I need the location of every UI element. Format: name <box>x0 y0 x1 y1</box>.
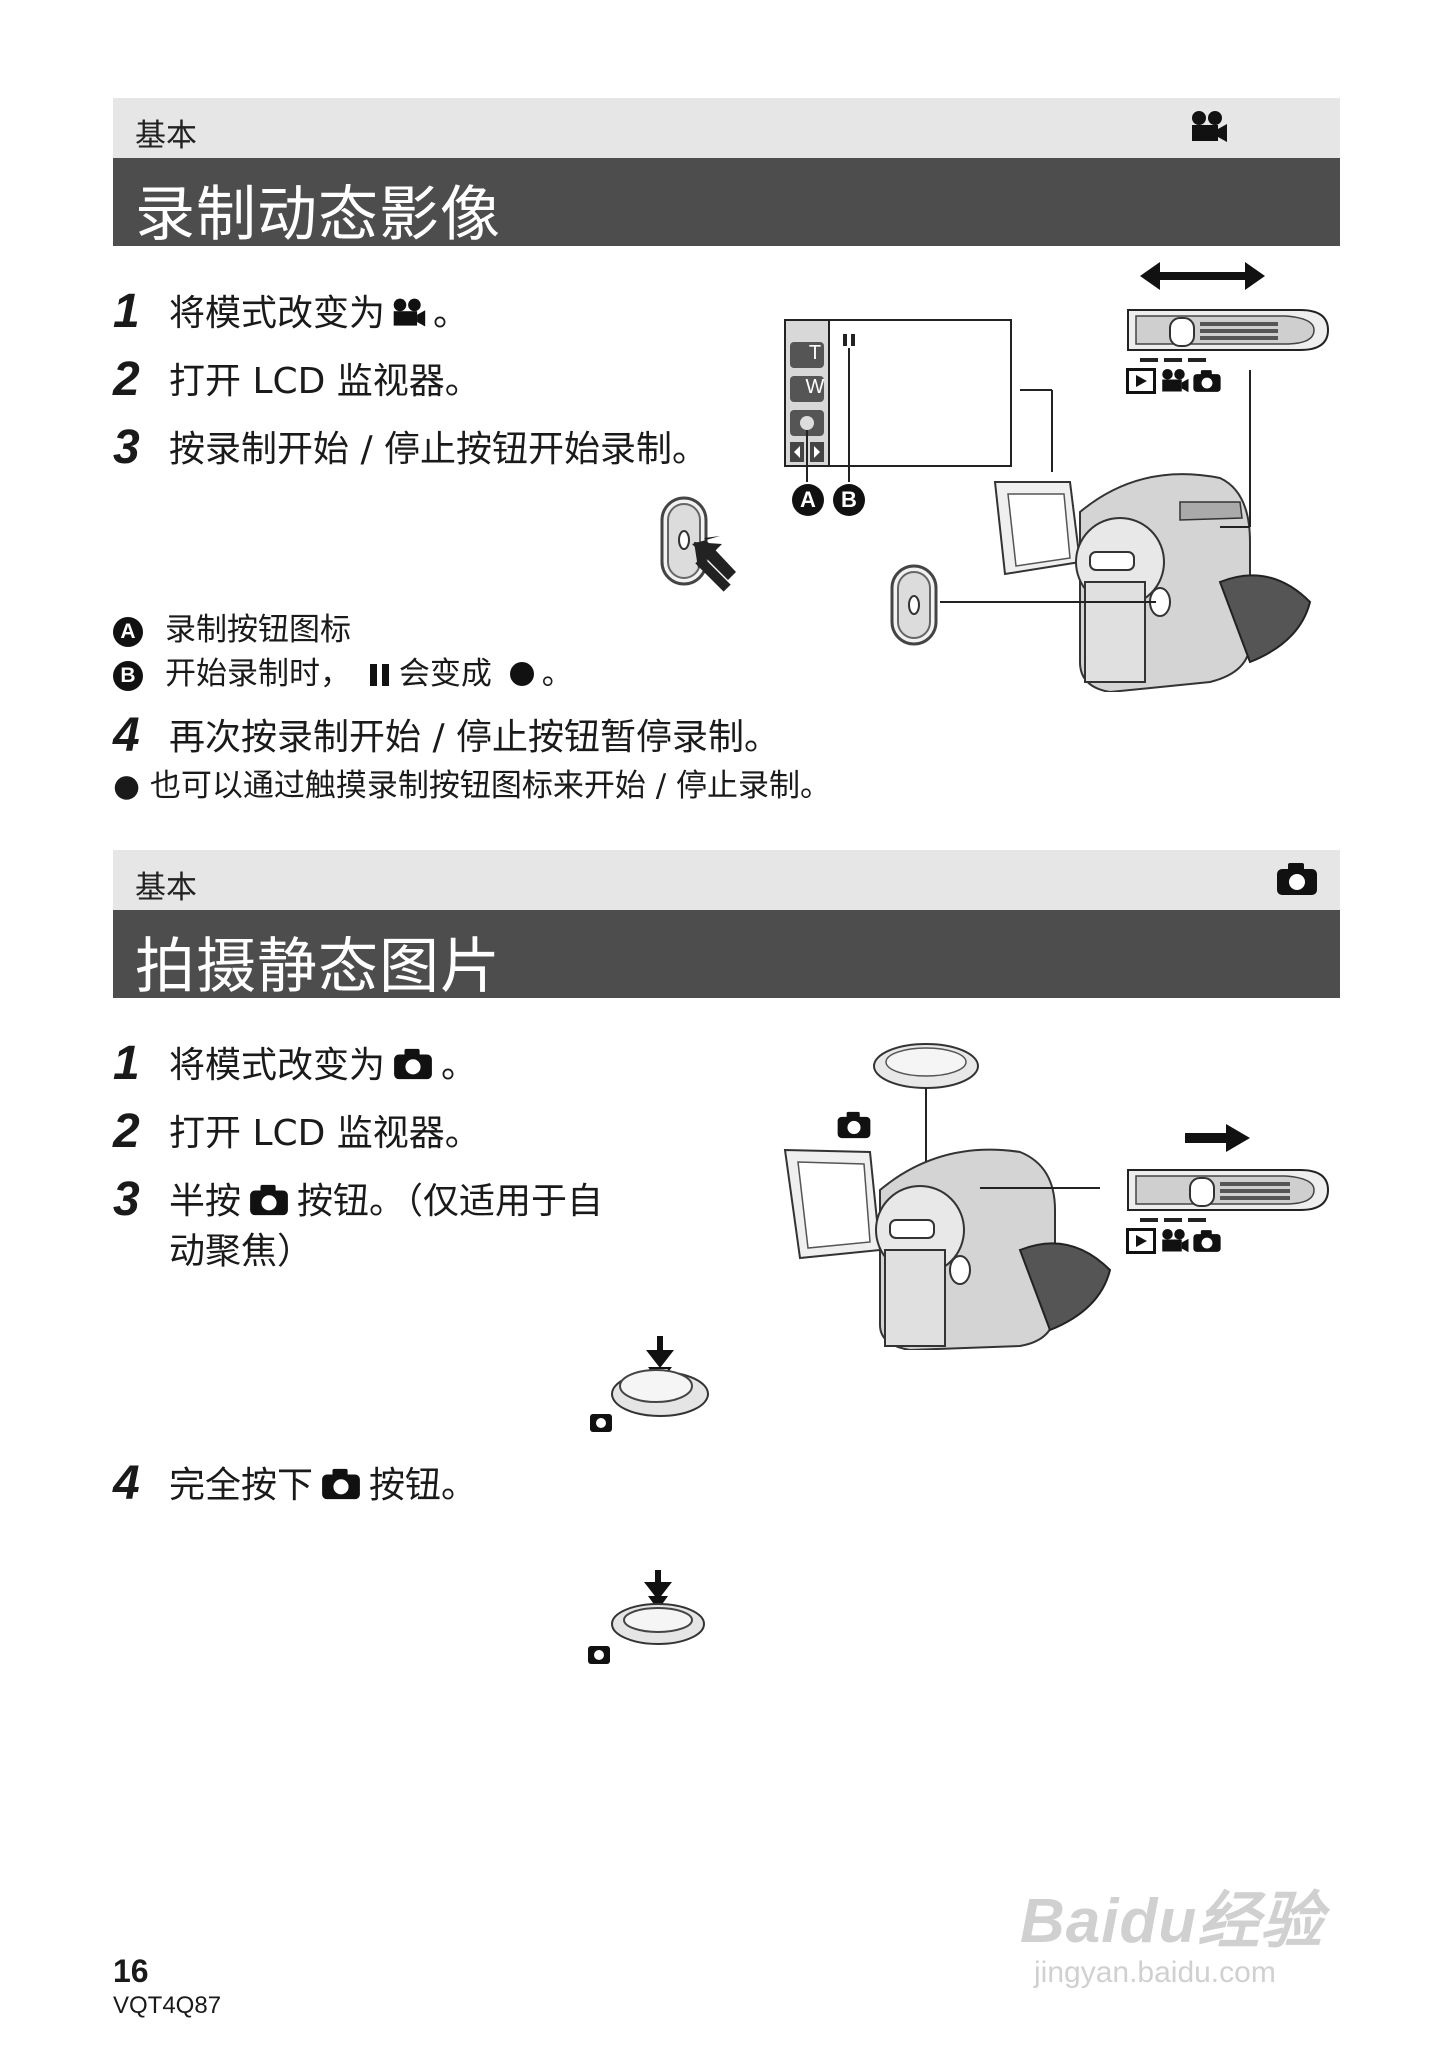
watermark-logo: Baidu经验 <box>1020 1887 1324 1956</box>
movie-mode-icon <box>391 297 427 329</box>
category-bar-1: 基本 <box>113 98 1340 158</box>
section-title-bar-2: 拍摄静态图片 <box>113 910 1340 1002</box>
movie-mode-icon <box>1160 1228 1190 1254</box>
section-title-bar-1: 录制动态影像 <box>113 158 1340 250</box>
zoom-t-button <box>790 342 824 368</box>
full-press-illustration <box>588 1570 705 1664</box>
side-record-button <box>890 564 938 646</box>
watermark-url: jingyan.baidu.com <box>1034 1956 1276 1989</box>
callout-a: A <box>792 484 824 516</box>
category-bar-2: 基本 <box>113 850 1340 910</box>
zoom-w-button <box>790 376 824 402</box>
movie-mode-icon <box>1189 109 1229 145</box>
camcorder-illustration-1: T W A B <box>780 262 1340 694</box>
photo-mode-icon <box>319 1467 363 1501</box>
camcorder-illustration-2 <box>780 1040 1340 1352</box>
photo-mode-icon <box>391 1047 435 1081</box>
movie-mode-icon <box>1160 368 1190 394</box>
callout-b: B <box>833 484 865 516</box>
record-button-press-illustration <box>660 496 736 592</box>
record-dot-icon <box>509 662 534 686</box>
photo-mode-icon <box>1275 861 1319 897</box>
category-label: 基本 <box>135 118 197 154</box>
document-code: VQT4Q87 <box>113 1992 222 2019</box>
play-icon <box>1126 368 1156 394</box>
zoom-t-label: T <box>808 342 822 364</box>
photo-mode-icon <box>836 1110 872 1140</box>
play-icon <box>1126 1228 1156 1254</box>
pause-icon <box>369 664 389 686</box>
section-title: 录制动态影像 <box>135 180 501 250</box>
photo-mode-icon <box>1192 368 1222 394</box>
zoom-w-label: W <box>805 376 825 398</box>
photo-mode-icon <box>247 1183 291 1217</box>
half-press-illustration <box>590 1336 709 1432</box>
section-title: 拍摄静态图片 <box>135 932 501 1002</box>
watermark: Baidu经验 jingyan.baidu.com <box>1020 1870 1323 1990</box>
photo-mode-icon <box>1192 1228 1222 1254</box>
bullet-note: ● 也可以通过触摸录制按钮图标来开始 / 停止录制。 <box>113 768 832 804</box>
page-number: 16 <box>113 1953 149 1989</box>
category-label: 基本 <box>135 870 197 906</box>
